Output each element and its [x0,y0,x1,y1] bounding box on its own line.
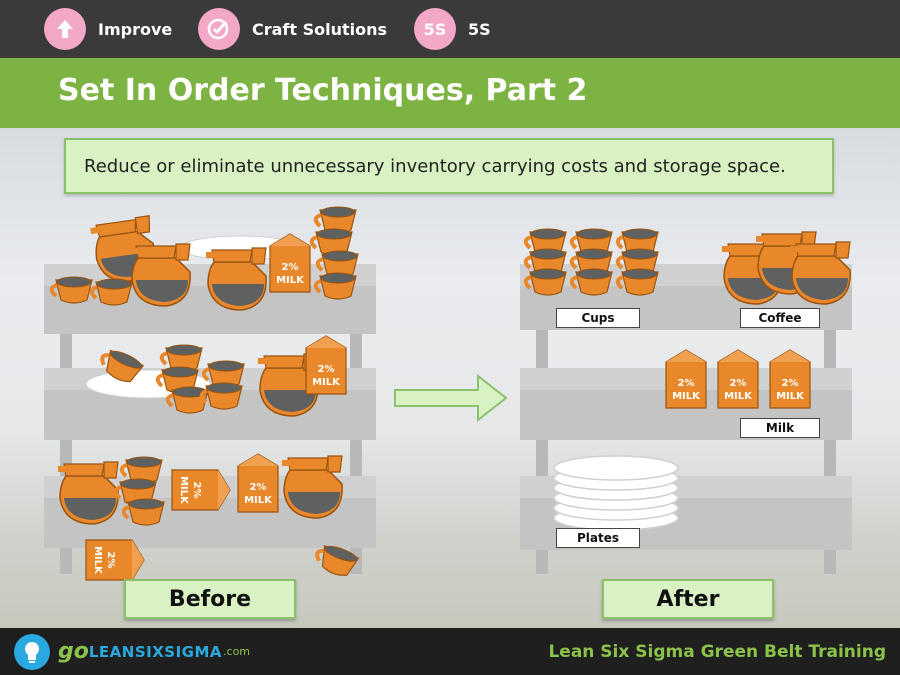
right-arrow-icon [394,373,508,423]
shelf-tag-milk: Milk [740,418,820,438]
slide-content: 2% MILK [0,128,900,628]
nav-item-improve[interactable]: Improve [44,8,172,50]
top-nav-bar: Improve Craft Solutions 5S 5S [0,0,900,58]
nav-item-craft-solutions[interactable]: Craft Solutions [198,8,387,50]
after-cups [523,227,660,297]
after-plates [553,455,679,531]
5s-badge-text: 5S [423,19,447,39]
before-top-shelf-items [49,205,360,311]
brand-com-text: .com [223,645,251,658]
5s-badge-icon: 5S [414,8,456,50]
nav-label-craft-solutions: Craft Solutions [252,19,388,39]
footer-bar: go LEANSIXSIGMA .com Lean Six Sigma Gree… [0,628,900,675]
title-bar: Set In Order Techniques, Part 2 [0,58,900,128]
before-shelving [44,264,376,574]
after-label: After [602,579,774,619]
nav-label-5s: 5S [468,19,491,39]
training-title: Lean Six Sigma Green Belt Training [548,642,886,662]
shelf-tag-coffee: Coffee [740,308,820,328]
shelf-tag-cups: Cups [556,308,640,328]
lightbulb-icon [14,633,50,670]
shelves-illustration: 2% MILK [44,205,852,582]
after-coffee-pots [721,231,851,305]
after-milk-cartons [665,349,811,409]
callout-box: Reduce or eliminate unnecessary inventor… [64,138,834,194]
before-middle-shelf-items [85,335,347,417]
brand-go-text: go [58,639,89,664]
brand-main-text: LEANSIXSIGMA [88,642,223,661]
nav-item-5s[interactable]: 5S 5S [414,8,491,50]
nav-label-improve: Improve [98,19,173,39]
arrow-up-icon [44,8,86,50]
shelf-tag-plates: Plates [556,528,640,548]
before-label: Before [124,579,296,619]
page-title: Set In Order Techniques, Part 2 [58,73,588,108]
brand-logo[interactable]: go LEANSIXSIGMA .com [14,632,250,671]
checklist-icon [198,8,240,50]
